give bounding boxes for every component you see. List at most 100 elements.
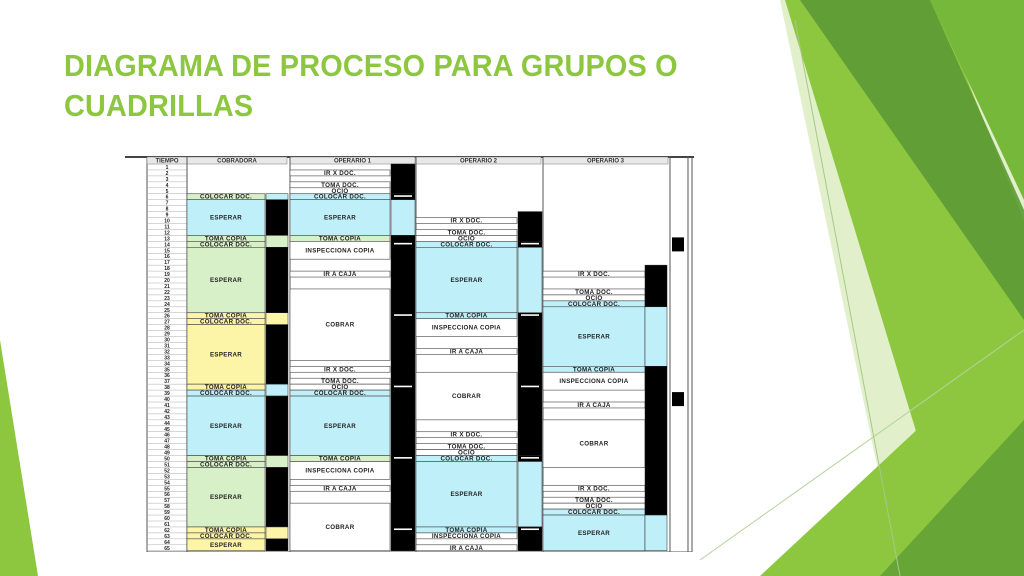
operario-1-activity-label: ESPERAR (324, 215, 356, 222)
operario-1-activity-block (289, 270, 391, 278)
cycle-tick (521, 314, 539, 316)
operario-2-activity-block (415, 247, 518, 314)
operario-2-activity-label: IR A CAJA (450, 545, 483, 552)
cobradora-activity-block (186, 467, 266, 528)
cobradora-bar-segment (265, 324, 289, 385)
time-value: 19 (164, 272, 170, 278)
decor-shape-bottom-dark (880, 420, 1024, 576)
time-value: 56 (164, 492, 170, 498)
operario-1-activity-label: TOMA COPIA (319, 235, 361, 242)
time-value: 30 (164, 338, 170, 344)
operario-1-activity-block (289, 366, 391, 373)
time-value: 1 (166, 165, 169, 171)
operario-2-bar-segment (517, 526, 543, 552)
time-value: 63 (164, 534, 170, 540)
cobradora-activity-label: ESPERAR (210, 494, 242, 501)
cobradora-bar-segment (265, 467, 289, 528)
decor-shape-right (930, 0, 1024, 200)
cobradora-activity-label: ESPERAR (210, 542, 242, 549)
operario-3-activity-block (542, 419, 646, 468)
cobradora-bar-segment (265, 235, 289, 248)
time-value: 59 (164, 510, 170, 516)
cobradora-bar-segment (265, 455, 289, 468)
cobradora-activity-label: COLOCAR DOC. (200, 390, 252, 397)
operario-2-activity-block (415, 431, 518, 438)
cobradora-activity-label: COLOCAR DOC. (200, 319, 252, 326)
decor-shape-dark (800, 0, 1024, 320)
operario-1-activity-label: INSPECCIONA COPIA (305, 467, 374, 474)
time-value: 4 (166, 183, 169, 189)
cobradora-activity-label: COLOCAR DOC. (200, 533, 252, 540)
operario-1-activity-label: ESPERAR (324, 423, 356, 430)
operario-2-activity-label: COBRAR (452, 393, 481, 400)
cobradora-bar-segment (265, 312, 289, 325)
cycle-tick (521, 457, 539, 459)
operario-2-activity-label: IR A CAJA (450, 348, 483, 355)
operario-1-bar-segment (390, 163, 416, 194)
operario-2-activity-block (415, 217, 518, 224)
time-value: 64 (164, 540, 170, 546)
cycle-tick (394, 195, 412, 197)
operario-1-activity-label: COBRAR (326, 322, 355, 329)
cobradora-activity-block (186, 538, 266, 552)
operario-3-bar-segment (644, 366, 668, 516)
operario-1-activity-block (289, 241, 391, 260)
time-value: 49 (164, 451, 170, 457)
operario-2-activity-block (415, 348, 518, 355)
operario-3-bar-segment (644, 264, 668, 308)
time-value: 57 (164, 498, 170, 504)
operario-3-bar-segment (644, 514, 668, 551)
cobradora-bar-segment (265, 199, 289, 236)
cobradora-activity-block (186, 247, 266, 314)
operario-1-activity-label: TOMA COPIA (319, 456, 361, 463)
cycle-tick (394, 314, 412, 316)
operario-1-activity-block (289, 502, 391, 552)
operario-3-activity-label: IR X DOC. (578, 485, 610, 492)
time-value: 17 (164, 260, 170, 266)
operario-3-activity-label: ESPERAR (578, 334, 610, 341)
time-value: 53 (164, 474, 170, 480)
time-value: 48 (164, 445, 170, 451)
operario-3-activity-label: COLOCAR DOC. (568, 509, 620, 516)
time-value: 62 (164, 528, 170, 534)
slide-title: DIAGRAMA DE PROCESO PARA GRUPOS O CUADRI… (64, 48, 678, 123)
operario-2-activity-label: COLOCAR DOC. (440, 456, 492, 463)
cycle-tick (521, 242, 539, 245)
time-value: 8 (166, 207, 169, 213)
time-value: 51 (164, 462, 170, 468)
time-value: 50 (164, 457, 170, 463)
right-marker (672, 392, 684, 407)
cobradora-activity-block (186, 324, 266, 385)
time-value: 14 (164, 242, 170, 248)
operario-3-activity-label: OCIO (585, 295, 602, 302)
operario-3-activity-label: IR X DOC. (578, 271, 610, 278)
operario-1-activity-label: INSPECCIONA COPIA (305, 247, 374, 254)
time-value: 42 (164, 409, 170, 415)
time-value: 25 (164, 308, 170, 314)
operario-2-activity-label: INSPECCIONA COPIA (432, 325, 501, 332)
operario-3-activity-label: IR A CAJA (577, 402, 610, 409)
time-value: 16 (164, 254, 170, 260)
cobradora-bar-segment (265, 383, 289, 397)
time-value: 31 (164, 343, 170, 349)
operario-1-activity-label: IR A CAJA (323, 485, 356, 492)
operario-3-activity-label: ESPERAR (578, 530, 610, 537)
operario-2-activity-block (415, 318, 518, 337)
time-value: 2 (166, 171, 169, 177)
cobradora-activity-label: ESPERAR (210, 351, 242, 358)
cobradora-activity-label: TOMA COPIA (205, 235, 247, 242)
operario-1-activity-block (289, 169, 391, 177)
operario-1-activity-block (289, 288, 391, 361)
time-value: 33 (164, 355, 170, 361)
operario-2-activity-label: ESPERAR (450, 491, 482, 498)
time-value: 9 (166, 213, 169, 219)
cycle-tick (521, 385, 539, 388)
time-value: 41 (164, 403, 170, 409)
time-value: 47 (164, 439, 170, 445)
operario-3-activity-label: TOMA DOC. (575, 289, 613, 296)
time-value: 27 (164, 320, 170, 326)
time-value: 6 (166, 195, 169, 201)
time-value: 22 (164, 290, 170, 296)
operario-3-activity-label: TOMA COPIA (573, 366, 615, 373)
